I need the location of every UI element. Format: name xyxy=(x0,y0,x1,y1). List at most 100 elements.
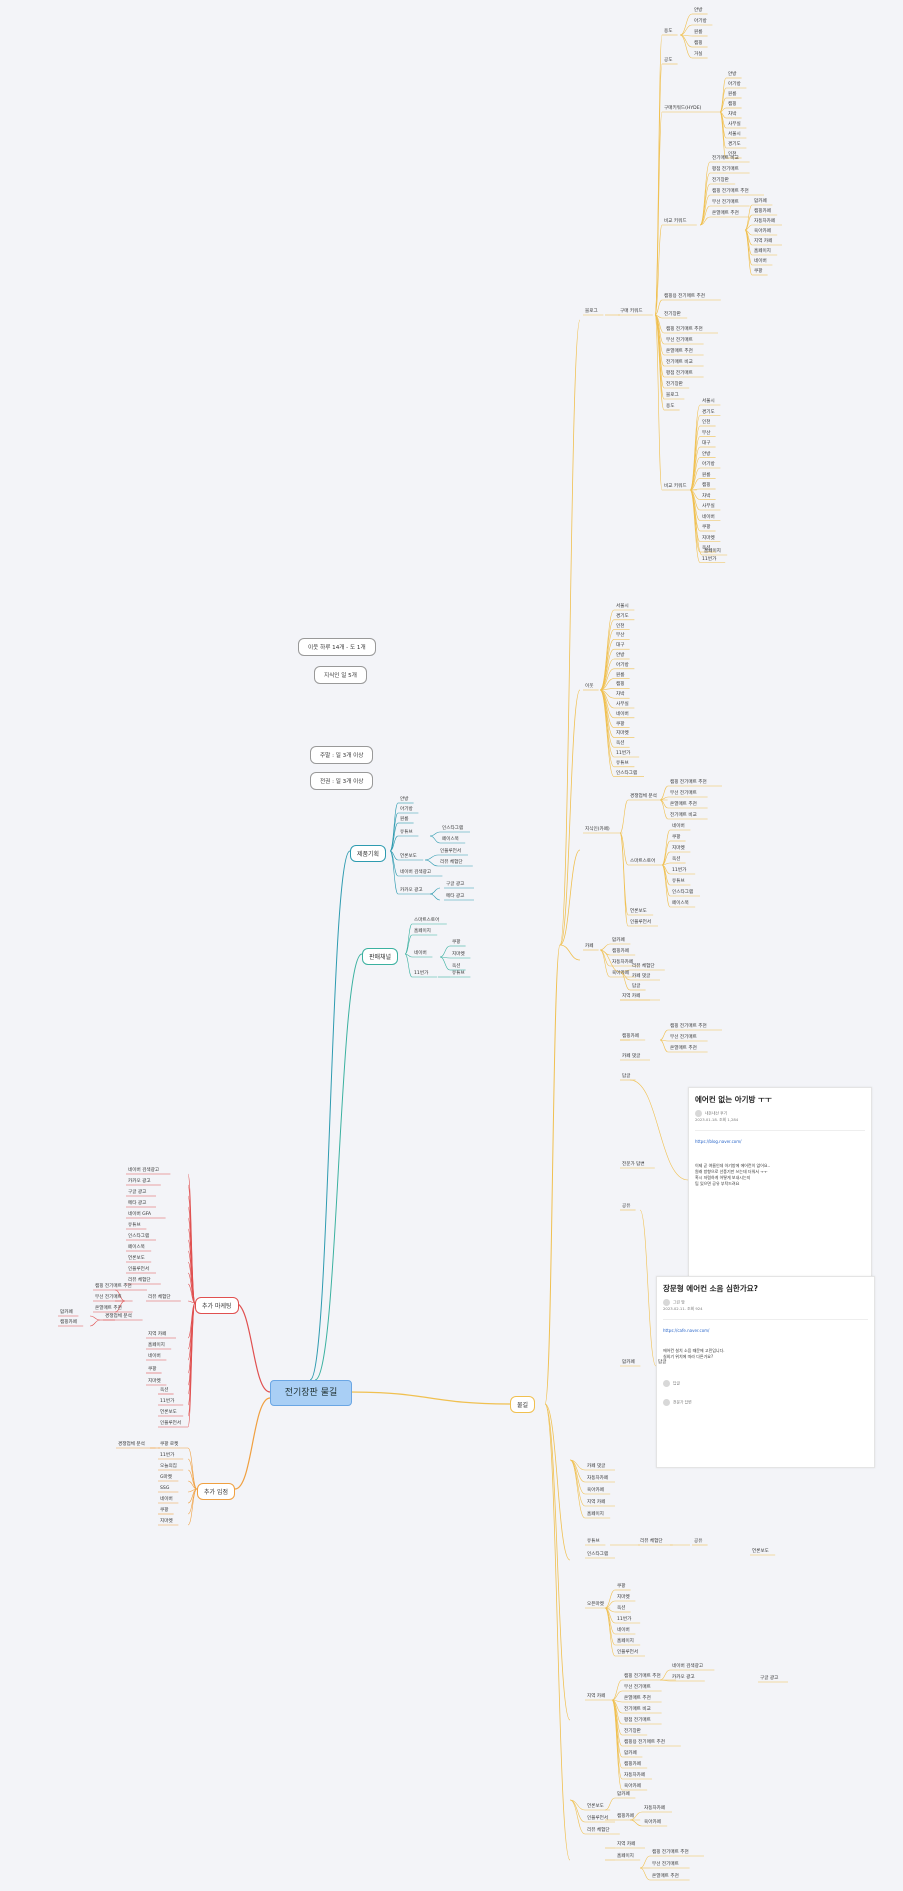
node-knowledge[interactable]: 지식인(카페) xyxy=(585,827,610,832)
node-mk-4[interactable]: 네이버 GFA xyxy=(128,1212,152,1217)
node-mk-au-0[interactable]: 옥션 xyxy=(160,1388,169,1393)
node-pc6[interactable]: 홈페이지 xyxy=(617,1854,634,1859)
node-mk-10[interactable]: 리뷰 체험단 xyxy=(128,1278,151,1283)
node-op-5[interactable]: 홈페이지 xyxy=(617,1639,634,1644)
node-nb-8[interactable]: 캠핑 xyxy=(616,682,625,688)
node-area-1[interactable]: 경기도 xyxy=(702,409,715,415)
node-room-1[interactable]: 아기방 xyxy=(694,19,707,24)
node-ss-3[interactable]: 옥션 xyxy=(672,857,681,862)
node-inf-4[interactable]: 평점 전기매트 xyxy=(624,1718,651,1723)
node-ch-nv[interactable]: 네이버 xyxy=(414,951,427,956)
node-plan-ak[interactable]: 카카오 광고 xyxy=(400,888,423,893)
post-card-1[interactable]: 에어컨 없는 아기방 ㅜㅜ 내돈내산 후기 2023.01.18. 조회 1,2… xyxy=(688,1087,872,1281)
node-mk-au-2[interactable]: 언론보도 xyxy=(160,1410,177,1415)
node-expert-b[interactable]: 전문가 답변 xyxy=(622,1162,645,1167)
node-mk-0[interactable]: 네이버 검색광고 xyxy=(128,1168,160,1173)
node-ss-0[interactable]: 네이버 xyxy=(672,824,685,829)
node-sh-low[interactable]: 공유 xyxy=(694,1539,703,1544)
node-area-5[interactable]: 안방 xyxy=(702,451,711,457)
node-cfs-1[interactable]: 카페 댓글 xyxy=(632,974,651,979)
node-mk-1[interactable]: 카카오 광고 xyxy=(128,1179,151,1184)
node-adn-1[interactable]: 카카오 광고 xyxy=(672,1675,695,1680)
node-mk-c-0[interactable]: 캠핑 전기매트 추천 xyxy=(95,1284,132,1289)
node-shop_cmp[interactable]: 스마트스토어 xyxy=(630,859,656,864)
node-op-0[interactable]: 쿠팡 xyxy=(617,1584,626,1589)
node-reply-c[interactable]: 답글 xyxy=(658,1360,667,1365)
node-ch-0[interactable]: 스마트스토어 xyxy=(414,918,440,923)
node-pc7-0[interactable]: 캠핑 전기매트 추천 xyxy=(652,1850,689,1855)
node-plan-i-1[interactable]: 리뷰 체험단 xyxy=(440,860,463,865)
node-cf-2[interactable]: 자동차카페 xyxy=(612,960,634,965)
node-kw-3[interactable]: 캠핑 전기매트 추천 xyxy=(712,189,749,194)
node-cfs-0[interactable]: 리뷰 체험단 xyxy=(632,964,655,969)
node-cf-0[interactable]: 맘카페 xyxy=(612,938,625,943)
node-en-3[interactable]: G마켓 xyxy=(160,1475,173,1480)
node-cf3-0[interactable]: 캠핑 전기매트 추천 xyxy=(670,1024,707,1029)
node-en-6[interactable]: 쿠팡 xyxy=(160,1508,169,1513)
node-plan-s-0[interactable]: 인스타그램 xyxy=(442,826,464,831)
node-op-4[interactable]: 네이버 xyxy=(617,1628,630,1633)
node-plan-i-0[interactable]: 인플루언서 xyxy=(440,849,462,854)
node-gu[interactable]: 구매키워드(HYDE) xyxy=(664,106,702,111)
node-op-3[interactable]: 11번가 xyxy=(617,1617,632,1622)
node-area-2[interactable]: 인천 xyxy=(702,420,711,425)
node-low-1[interactable]: 자동차카페 xyxy=(587,1476,609,1481)
node-pc5[interactable]: 지역 카페 xyxy=(617,1842,636,1847)
node-gu-7[interactable]: 경기도 xyxy=(728,142,741,147)
node-area-3[interactable]: 부산 xyxy=(702,430,711,436)
node-list-0[interactable]: 캠핑 전기매트 추천 xyxy=(666,327,703,332)
node-en-cmp[interactable]: 경쟁업체 분석 xyxy=(118,1442,145,1447)
node-buysay[interactable]: 캠핑용 전기매트 추천 xyxy=(664,294,705,299)
node-kn-1[interactable]: 인플루언서 xyxy=(630,920,652,925)
node-mk-in-0[interactable]: 지역 카페 xyxy=(148,1332,167,1337)
node-list-2[interactable]: 온열매트 추천 xyxy=(666,349,693,354)
section-entry[interactable]: 추가 입점 xyxy=(197,1483,235,1500)
node-area-10[interactable]: 사무실 xyxy=(702,504,715,509)
node-list-5[interactable]: 전기장판 xyxy=(666,382,683,387)
node-inf-10[interactable]: 육아카페 xyxy=(624,1784,641,1789)
note-weekend[interactable]: 주말 : 일 3개 이상 xyxy=(310,746,374,764)
node-pc4[interactable]: 육아카페 xyxy=(644,1820,661,1825)
node-cf-3[interactable]: 육아카페 xyxy=(612,971,629,976)
node-adn-0[interactable]: 네이버 검색광고 xyxy=(672,1664,704,1669)
node-area-11[interactable]: 네이버 xyxy=(702,514,715,520)
node-pc1[interactable]: 맘카페 xyxy=(617,1792,630,1797)
node-ss-7[interactable]: 페이스북 xyxy=(672,901,689,906)
node-gu-3[interactable]: 캠핑 xyxy=(728,102,737,107)
node-kw-5[interactable]: 온열매트 추천 xyxy=(712,211,739,216)
node-kw-0[interactable]: 전기매트 비교 xyxy=(712,156,739,161)
node-nb-5[interactable]: 안방 xyxy=(616,653,625,658)
node-nb-0[interactable]: 서울시 xyxy=(616,604,629,609)
node-kw2-5[interactable]: 홈페이지 xyxy=(754,249,771,254)
node-ch-c-1[interactable]: 지마켓 xyxy=(452,952,465,957)
post-card-2[interactable]: 장문형 에어컨 소음 심한가요? 그린 맘 2023.02.11. 조회 924… xyxy=(656,1276,875,1468)
node-gu-8[interactable]: 인천 xyxy=(728,152,737,157)
node-mk-cf-1[interactable]: 캠핑카페 xyxy=(60,1320,77,1325)
node-ss-1[interactable]: 쿠팡 xyxy=(672,835,681,840)
node-mk-cp-1[interactable]: 지마켓 xyxy=(148,1379,161,1384)
node-inf-3[interactable]: 전기매트 비교 xyxy=(624,1707,651,1712)
node-mk-5[interactable]: 유튜브 xyxy=(128,1223,141,1228)
node-area-7[interactable]: 원룸 xyxy=(702,472,711,478)
node-nb-16[interactable]: 유튜브 xyxy=(616,760,629,766)
node-ss-6[interactable]: 인스타그램 xyxy=(672,890,694,895)
node-gu-6[interactable]: 서울시 xyxy=(728,132,741,137)
node-kw2-2[interactable]: 자동차카페 xyxy=(754,219,776,224)
section-channel[interactable]: 판매채널 xyxy=(362,948,399,965)
node-nb-4[interactable]: 대구 xyxy=(616,643,625,649)
node-op-6[interactable]: 인플루언서 xyxy=(617,1650,639,1655)
node-nb-10[interactable]: 사무실 xyxy=(616,702,629,707)
node-mk-2[interactable]: 구글 광고 xyxy=(128,1190,147,1195)
node-adg-low[interactable]: 구글 광고 xyxy=(760,1676,779,1681)
note-knowledge[interactable]: 지식인 일 5개 xyxy=(314,666,367,684)
node-cafe[interactable]: 카페 xyxy=(585,944,594,949)
node-pr2-0[interactable]: 언론보도 xyxy=(587,1804,604,1809)
node-area-8[interactable]: 캠핑 xyxy=(702,483,711,488)
node-nb-17[interactable]: 인스타그램 xyxy=(616,770,638,776)
node-yt-low[interactable]: 유튜브 xyxy=(587,1539,600,1544)
node-plan-2[interactable]: 원룸 xyxy=(400,817,409,822)
node-nb-2[interactable]: 인천 xyxy=(616,623,625,629)
node-ro[interactable]: 공도 xyxy=(664,58,673,63)
node-ch-1[interactable]: 홈페이지 xyxy=(414,929,431,934)
node-nb-14[interactable]: 옥션 xyxy=(616,741,625,747)
